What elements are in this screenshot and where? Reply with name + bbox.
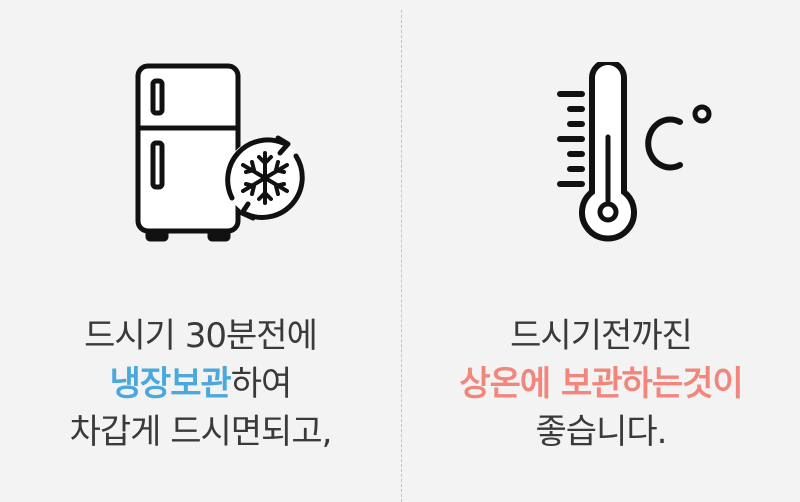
right-line-3: 좋습니다. bbox=[535, 412, 668, 452]
right-panel-room-temp: 드시기전까진 상온에 보관하는것이 좋습니다. bbox=[402, 0, 800, 502]
right-description: 드시기전까진 상온에 보관하는것이 좋습니다. bbox=[402, 312, 800, 456]
thermometer-celsius-icon bbox=[550, 59, 730, 246]
highlight-room-temp: 상온에 보관하는것이 bbox=[459, 364, 743, 404]
right-line-1: 드시기전까진 bbox=[510, 316, 693, 356]
dashed-divider bbox=[401, 10, 402, 502]
left-panel-refrigerate: 드시기 30분전에 냉장보관하여 차갑게 드시면되고, bbox=[0, 58, 401, 456]
left-line-2-rest: 하여 bbox=[230, 364, 293, 404]
left-line-1: 드시기 30분전에 bbox=[84, 316, 318, 356]
left-description: 드시기 30분전에 냉장보관하여 차갑게 드시면되고, bbox=[0, 312, 401, 456]
left-line-3: 차갑게 드시면되고, bbox=[69, 412, 333, 452]
left-line-2: 냉장보관하여 bbox=[0, 360, 401, 408]
highlight-refrigerate: 냉장보관 bbox=[109, 364, 232, 404]
refrigerator-snowflake-icon bbox=[128, 58, 308, 252]
